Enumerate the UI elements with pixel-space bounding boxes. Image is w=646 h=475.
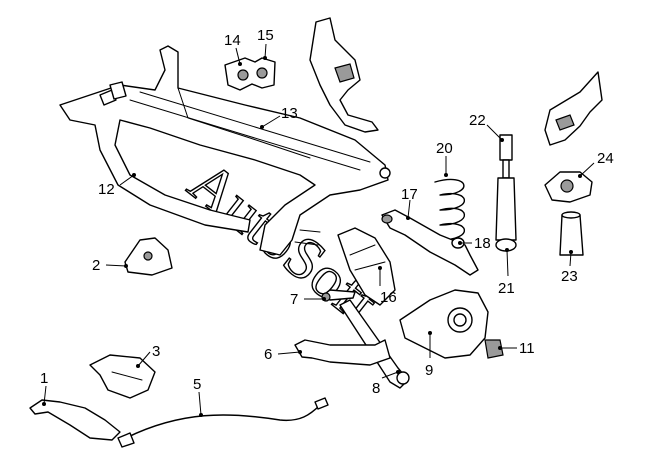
part-bracket-3: [89, 354, 156, 399]
part-bump-stop: [559, 211, 584, 256]
callout-24: 24: [597, 150, 614, 167]
leader-lines: [42, 43, 595, 417]
callout-23: 23: [561, 268, 578, 285]
callout-11: 11: [519, 340, 535, 357]
callout-3: 3: [152, 343, 160, 360]
callout-7: 7: [290, 291, 298, 308]
part-bushing-11: [484, 339, 504, 359]
callout-6: 6: [264, 346, 272, 363]
part-engine-mount: [124, 237, 173, 276]
callout-17: 17: [401, 186, 418, 203]
callout-1: 1: [40, 370, 48, 387]
callout-labels: 1 2 3 5 6 7 8 9 11 12 13 14 15 16 17 18 …: [40, 27, 614, 397]
callout-8: 8: [372, 380, 380, 397]
callout-15: 15: [257, 27, 274, 44]
callout-22: 22: [469, 112, 486, 129]
callout-14: 14: [224, 32, 241, 49]
callout-18: 18: [474, 235, 491, 252]
part-trailing-arm: [294, 339, 391, 366]
part-subframe: [59, 45, 391, 256]
part-lower-link: [339, 299, 410, 389]
callout-13: 13: [281, 105, 298, 122]
part-top-plate: [544, 71, 603, 146]
callout-5: 5: [193, 376, 201, 393]
part-wheel-carrier: [399, 289, 489, 359]
part-strut-mount: [544, 171, 593, 203]
part-cable: [117, 397, 329, 448]
part-top-bracket: [309, 17, 379, 133]
callout-20: 20: [436, 140, 453, 157]
callout-16: 16: [380, 289, 397, 306]
callout-12: 12: [98, 181, 115, 198]
part-coil-spring: [434, 178, 466, 241]
callout-2: 2: [92, 257, 100, 274]
part-knuckle: [337, 227, 396, 306]
part-handbrake-lever: [29, 399, 121, 441]
callout-9: 9: [425, 362, 433, 379]
callout-21: 21: [498, 280, 515, 297]
part-bushing-14-15: [224, 57, 276, 91]
part-shock-absorber: [495, 134, 517, 252]
